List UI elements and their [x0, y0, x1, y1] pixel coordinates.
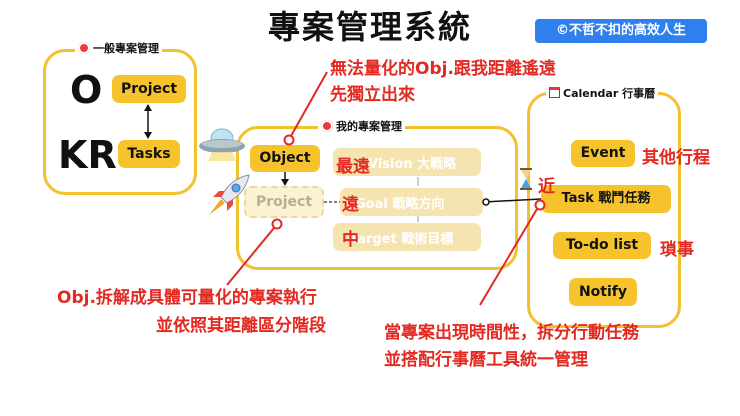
okr-panel-header: 一般專案管理: [75, 40, 162, 56]
far-label: 遠: [342, 195, 359, 215]
project-ghost-chip: Project: [244, 186, 324, 218]
event-chip: Event: [571, 140, 635, 167]
page-title: 專案管理系統: [267, 8, 472, 46]
my-project-header: 我的專案管理: [318, 118, 405, 134]
calendar-header-text: Calendar 行事曆: [563, 87, 656, 100]
okr-o-label: O: [70, 68, 103, 112]
task-chip: Task 戰鬥任務: [541, 185, 671, 213]
right-annotation-pointer-line: [479, 208, 538, 306]
mid-label: 中: [342, 230, 359, 250]
near-label: 近: [538, 177, 555, 197]
okr-tasks-chip: Tasks: [118, 140, 180, 168]
target-chip: [333, 223, 481, 251]
top-annotation-pointer-dot: [283, 134, 295, 146]
okr-kr-label: KR: [58, 133, 117, 177]
annotation-left-line2: 並依照其距離區分階段: [156, 316, 326, 336]
my-project-header-text: 我的專案管理: [336, 120, 402, 133]
object-chip: Object: [250, 145, 320, 172]
okr-link-arrowhead-bottom: [144, 132, 152, 139]
target-icon: [78, 42, 90, 54]
far-top-label: 最遠: [336, 157, 370, 177]
left-annotation-pointer-line: [226, 227, 275, 286]
annotation-top-line2: 先獨立出來: [330, 85, 415, 105]
left-annotation-pointer-dot: [271, 218, 283, 230]
todo-note: 瑣事: [660, 240, 694, 260]
top-annotation-pointer-line: [290, 71, 328, 137]
credit-badge: ©不哲不扣的高效人生: [535, 19, 707, 43]
annotation-left-line1: Obj.拆解成具體可量化的專案執行: [57, 288, 317, 308]
target-label: Target 戰術目標: [350, 232, 454, 247]
todo-chip: To-do list: [553, 232, 651, 259]
right-annotation-pointer-dot: [534, 199, 546, 211]
goal-connector-dot: [482, 198, 490, 206]
hourglass-icon: [520, 168, 532, 190]
annotation-right-line2: 並搭配行事曆工具統一管理: [384, 350, 588, 370]
calendar-icon: [549, 87, 560, 98]
vision-label: Vision 大戰略: [368, 157, 457, 172]
okr-project-chip: Project: [112, 75, 186, 103]
goal-to-task-line: [483, 198, 542, 203]
okr-link-arrowhead-top: [144, 104, 152, 111]
rocket-icon: [209, 174, 250, 215]
vision-chip: [333, 148, 481, 176]
annotation-top-line1: 無法量化的Obj.跟我距離遙遠: [330, 59, 556, 79]
event-note: 其他行程: [642, 148, 710, 168]
calendar-header: Calendar 行事曆: [546, 85, 659, 101]
object-to-project-arrowhead: [281, 179, 289, 186]
target-icon: [321, 120, 333, 132]
okr-panel: [43, 49, 197, 195]
goal-chip: [340, 188, 483, 216]
okr-header-text: 一般專案管理: [93, 42, 159, 55]
notify-chip: Notify: [569, 278, 637, 306]
ufo-icon: [199, 128, 245, 161]
annotation-right-line1: 當專案出現時間性，拆分行動任務: [384, 323, 639, 343]
goal-label: Goal 戰略方向: [355, 197, 445, 212]
